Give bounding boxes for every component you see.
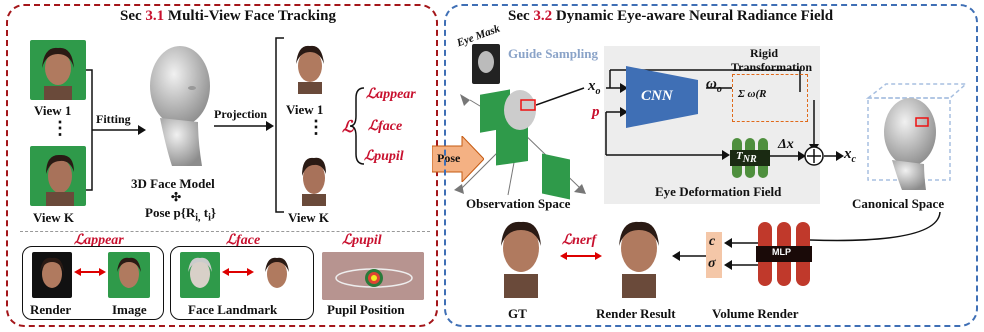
left-panel-title: Sec 3.1 Multi-View Face Tracking — [120, 8, 336, 24]
projection-label: Projection — [214, 107, 268, 121]
render-label: Render — [30, 302, 72, 317]
render-result-image — [606, 212, 672, 298]
rigid-formula: Σ ω(R — [738, 88, 767, 100]
observation-space-cameras — [454, 89, 586, 200]
image-image — [108, 252, 150, 298]
fitting-bracket — [86, 69, 146, 191]
pupil-position-label: Pupil Position — [327, 302, 405, 317]
loss-face: ℒface — [368, 119, 403, 134]
face-landmark-label: Face Landmark — [188, 302, 278, 317]
xo-input-label: xo — [588, 78, 601, 97]
appear-loss-caption: ℒappear — [74, 233, 124, 248]
image-label: Image — [112, 302, 147, 317]
landmark-compare-arrow — [222, 268, 254, 276]
eye-mask-image — [472, 44, 500, 84]
omega-label: ωo — [706, 76, 722, 95]
3d-face-model — [150, 46, 210, 166]
loss-brace — [350, 87, 365, 165]
appear-group-box — [22, 246, 164, 320]
canonical-space-label: Canonical Space — [852, 196, 945, 211]
eye-deformation-field-label: Eye Deformation Field — [655, 184, 782, 199]
canonical-to-mlp-arrow — [802, 211, 941, 245]
loss-appear: ℒappear — [366, 87, 416, 102]
face-group-box — [170, 246, 314, 320]
cnn-label: CNN — [641, 88, 673, 104]
volume-render-label: Volume Render — [712, 306, 799, 321]
canonical-space-head — [865, 83, 966, 190]
view-1-label: View 1 — [34, 103, 72, 118]
volume-render-arrow — [672, 251, 706, 261]
pose-label: Pose p{Ri, ti} — [145, 205, 217, 224]
eye-aware-nerf-panel — [444, 4, 978, 327]
projection-arrow — [214, 121, 274, 131]
view-dots: ⋮ — [51, 118, 69, 138]
view-k-image — [30, 146, 86, 206]
mlp-block — [756, 222, 812, 286]
projected-view-k-image — [290, 150, 336, 206]
projected-view-1-image — [286, 38, 334, 94]
pupil-loss-caption: ℒpupil — [342, 233, 382, 248]
guide-sampling-label: Guide Sampling — [508, 46, 598, 61]
nerf-loss-label: ℒnerf — [562, 233, 597, 248]
pupil-position-image — [322, 252, 424, 300]
render-image-compare-arrow — [74, 268, 106, 276]
projected-view-k-label: View K — [288, 210, 330, 225]
mlp-output-arrows — [724, 238, 758, 270]
p-input-label: p — [592, 104, 600, 120]
color-density-box — [706, 232, 722, 278]
rigid-label-1: Rigid — [750, 46, 779, 60]
xc-label: xc — [844, 146, 856, 165]
total-loss-symbol: ℒ — [342, 119, 354, 136]
delta-x-label: Δx — [778, 137, 794, 152]
density-output-label: σ — [708, 256, 716, 271]
gt-image — [488, 212, 554, 298]
landmark-render-image — [180, 252, 220, 298]
projected-dots: ⋮ — [307, 117, 325, 137]
projected-view-1-label: View 1 — [286, 102, 324, 117]
view-k-label: View K — [33, 210, 75, 225]
render-result-label: Render Result — [596, 306, 676, 321]
color-output-label: c — [709, 234, 716, 249]
view-1-image — [30, 40, 86, 100]
face-loss-caption: ℒface — [226, 233, 261, 248]
rigid-label-2: Transformation — [731, 60, 813, 74]
observation-space-label: Observation Space — [466, 196, 571, 211]
plus-icon: ✣ — [171, 190, 182, 204]
tnr-block — [730, 138, 770, 178]
tnr-label: TNR — [736, 150, 757, 166]
gt-label: GT — [508, 306, 527, 321]
rigid-transformation-box — [732, 74, 808, 122]
3d-face-model-label: 3D Face Model — [131, 176, 215, 191]
cnn-block — [626, 66, 698, 128]
mlp-label: MLP — [772, 247, 791, 257]
loss-pupil: ℒpupil — [364, 149, 404, 164]
pose-arrow-label: Pose — [437, 151, 461, 165]
fitting-label: Fitting — [96, 112, 131, 126]
landmark-image — [256, 252, 298, 298]
nerf-loss-arrow — [560, 252, 602, 260]
right-panel-title: Sec 3.2 Dynamic Eye-aware Neural Radianc… — [508, 8, 834, 24]
left-divider — [20, 231, 430, 232]
projected-bracket — [275, 37, 284, 213]
render-image — [32, 252, 72, 298]
